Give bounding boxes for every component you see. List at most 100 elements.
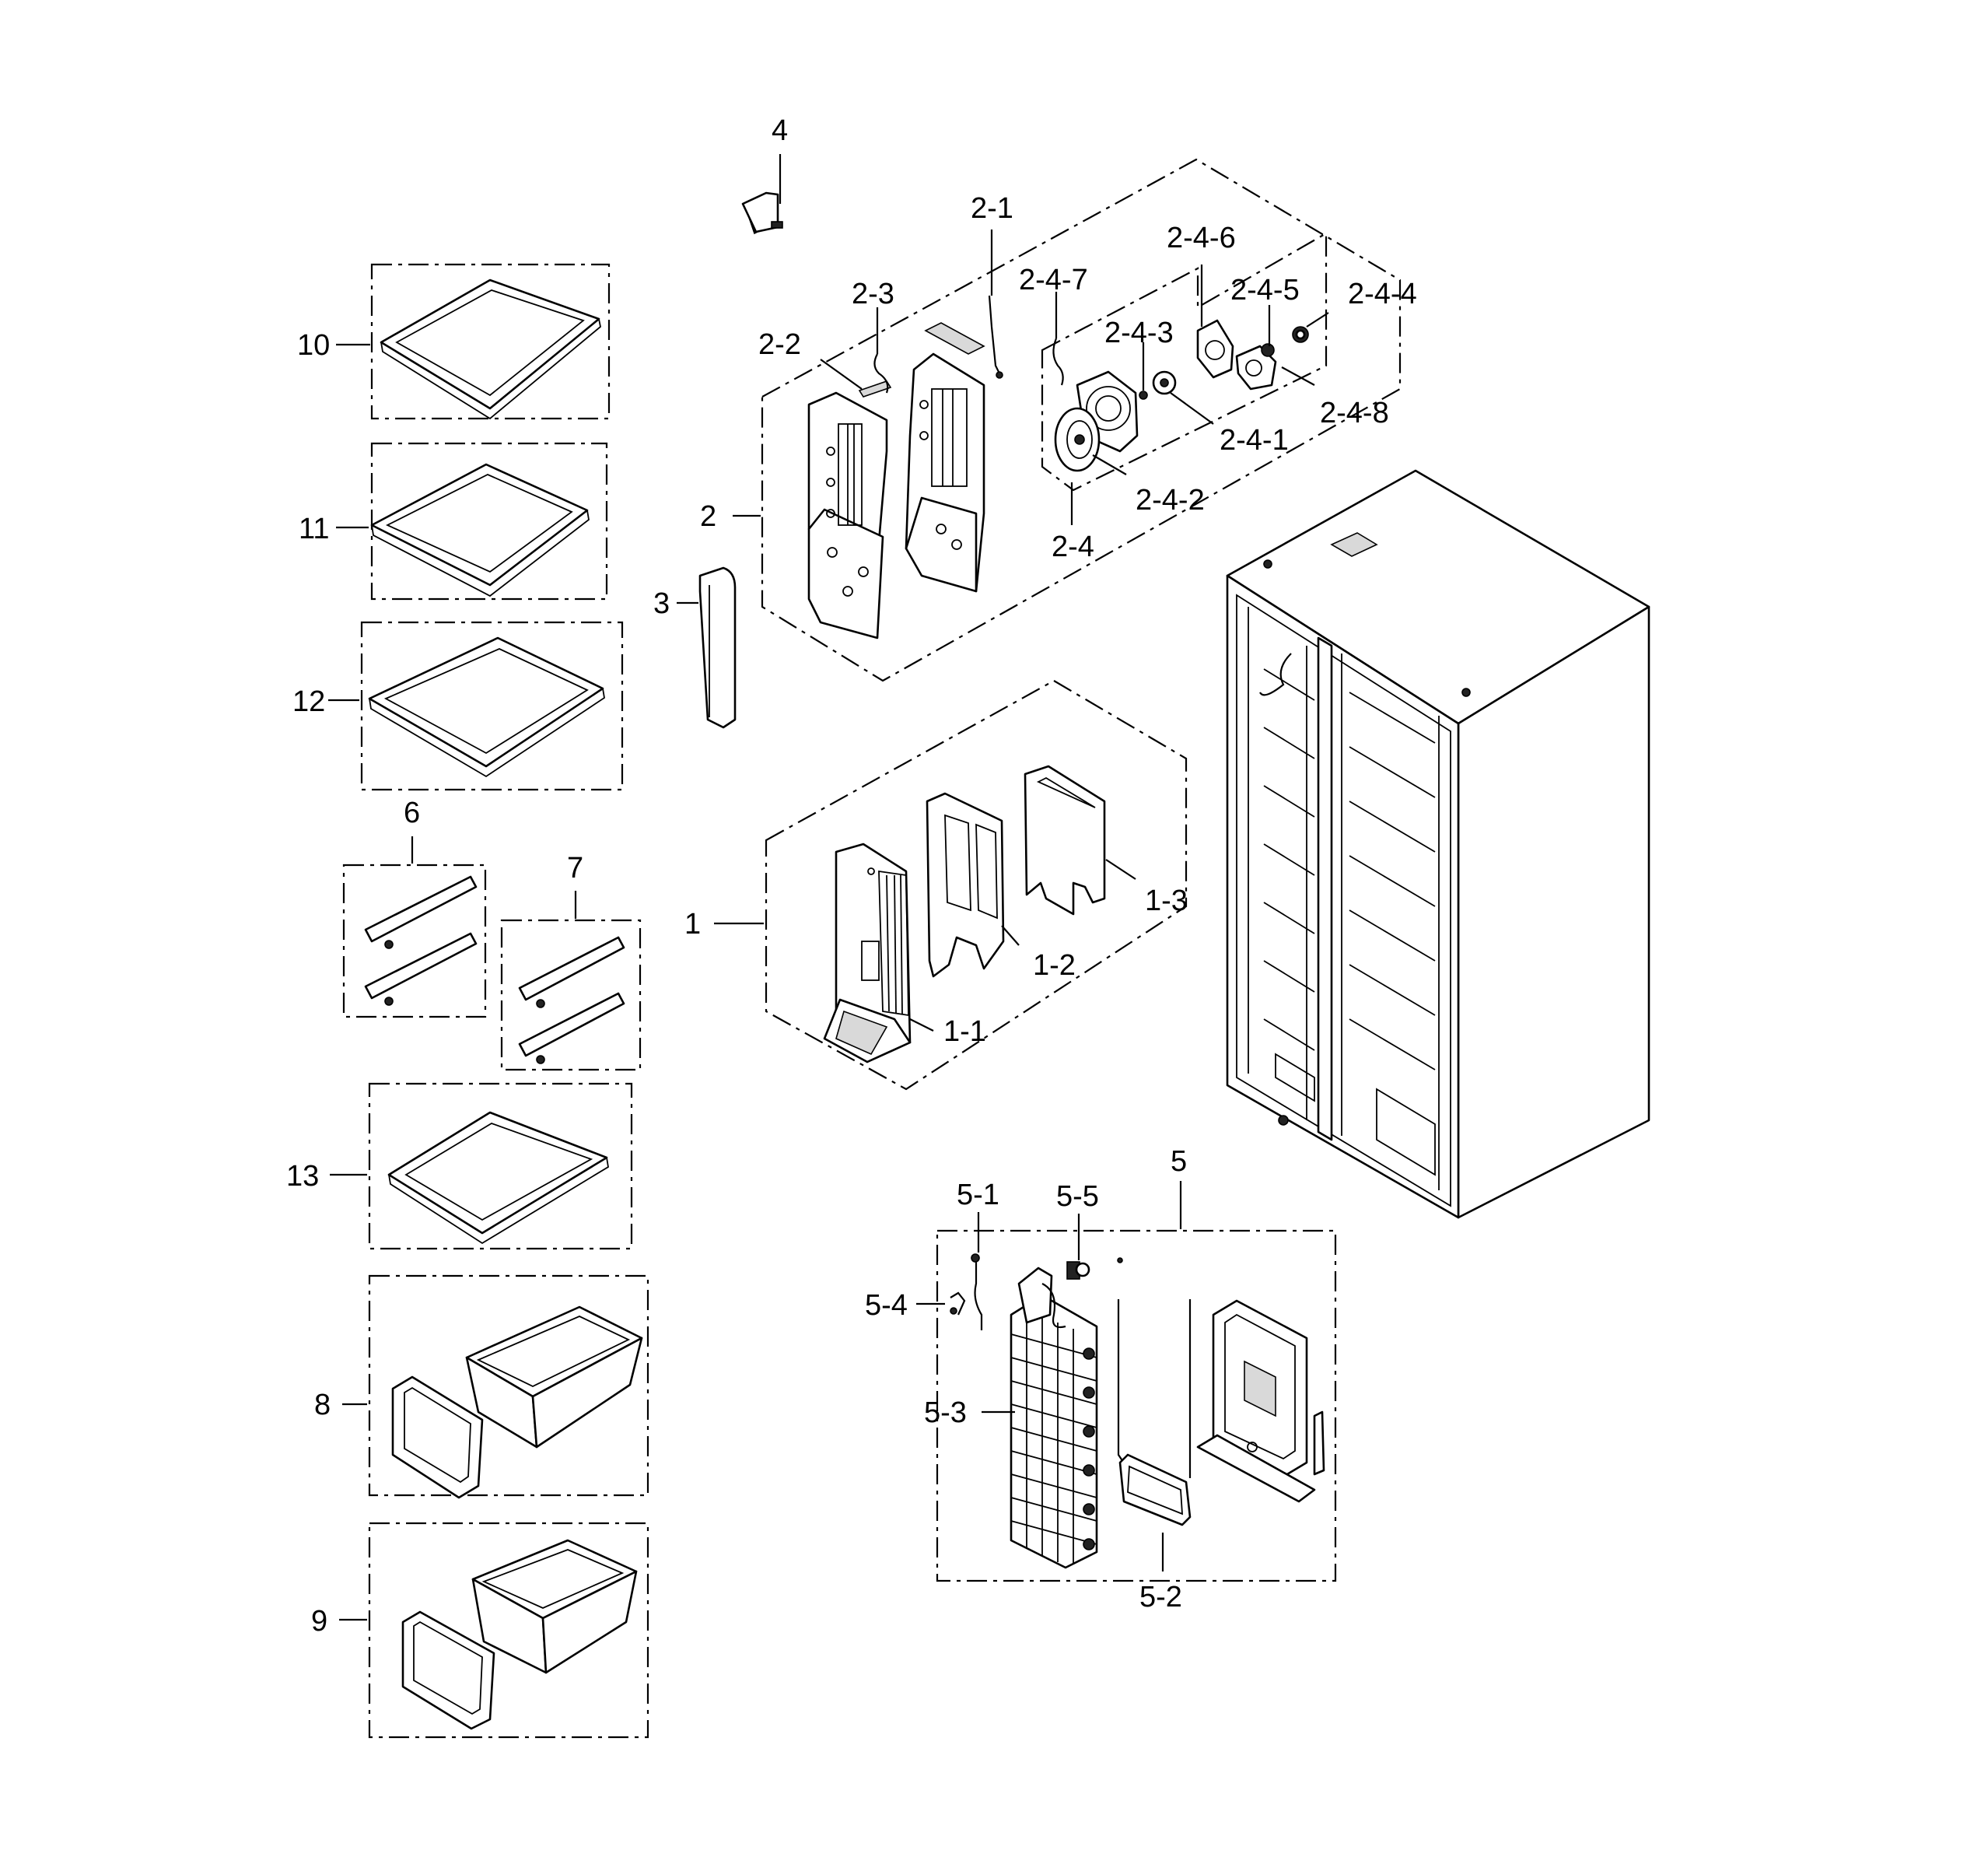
shelf-13: 13: [286, 1082, 633, 1250]
shelf-13-edge: [388, 1157, 609, 1245]
shelf-12-edge: [369, 688, 605, 778]
part-2-4-3-screw: [1139, 391, 1148, 400]
rails-7: 7: [500, 852, 642, 1071]
fridge-compartment: [1341, 653, 1440, 1190]
label-group-2: 2: [700, 500, 761, 533]
label-1-3: 1-3: [1145, 885, 1188, 917]
label-12: 12: [292, 685, 325, 718]
part-4-cover: 4: [741, 114, 788, 235]
label-2-4: 2-4: [1052, 531, 1094, 563]
rail-7-lower: [518, 992, 625, 1057]
group-box-5: [936, 1229, 1337, 1582]
shelf-13-frame: [387, 1111, 608, 1235]
drawer-9-opening: [481, 1549, 625, 1609]
shelf-10-frame: [380, 279, 600, 410]
label-2-1: 2-1: [971, 192, 1013, 225]
freezer-compartment: [1248, 607, 1315, 1120]
leader-1-1: [909, 1018, 934, 1032]
label-5: 5: [1171, 1145, 1187, 1178]
leader-2-4-8: [1281, 366, 1315, 386]
rail-6-lower: [364, 932, 478, 1000]
label-6: 6: [404, 797, 420, 829]
part-1-2-cover: 1-2: [926, 792, 1076, 982]
label-2-4-1: 2-4-1: [1220, 424, 1289, 457]
group-box-7: [500, 919, 642, 1071]
rails-6: 6: [342, 797, 487, 1018]
group-box-2: [761, 158, 1402, 682]
drawer-8-right-side: [531, 1337, 643, 1449]
leader-2-4-1: [1170, 392, 1214, 425]
part-2-top-bar: [924, 322, 985, 355]
rail-7-upper: [518, 936, 625, 1001]
part-2-2-bracket: 2-2: [758, 328, 892, 398]
leader-1-2: [1001, 925, 1020, 946]
label-1-1: 1-1: [943, 1015, 986, 1048]
label-5-4: 5-4: [865, 1289, 908, 1322]
drawer-9-face-panel: [401, 1610, 495, 1730]
label-8: 8: [314, 1389, 331, 1421]
group-box-11: [370, 442, 608, 601]
label-4: 4: [772, 114, 788, 147]
group-box-12: [360, 621, 624, 791]
label-2-4-8: 2-4-8: [1320, 397, 1389, 429]
assembly-5-evaporator: 5 5-3: [865, 1145, 1337, 1613]
label-5-1: 5-1: [957, 1179, 999, 1211]
label-2-4-4: 2-4-4: [1348, 278, 1417, 310]
group-box-8: [368, 1274, 649, 1497]
part-5-drain-housing: [1196, 1299, 1325, 1503]
shelf-11: 11: [299, 442, 608, 601]
group-box-1: [765, 679, 1188, 1091]
label-9: 9: [311, 1605, 327, 1638]
drawer-8: 8: [314, 1274, 649, 1499]
part-2-cover-left: [807, 391, 888, 639]
label-5-3: 5-3: [924, 1396, 967, 1429]
drawer-9: 9: [311, 1522, 649, 1739]
label-2-4-7: 2-4-7: [1019, 264, 1088, 296]
label-2-4-5: 2-4-5: [1230, 274, 1300, 307]
leader-2-4-4: [1306, 312, 1329, 328]
label-2: 2: [700, 500, 716, 533]
label-5-5: 5-5: [1056, 1180, 1099, 1213]
part-2-cover-right: [905, 322, 985, 593]
part-5-3-fins: [1010, 1307, 1097, 1564]
label-10: 10: [297, 329, 330, 362]
part-5-2-heater: 5-2: [1117, 1257, 1192, 1613]
leader-2-2: [820, 359, 863, 390]
part-2-4-6-bracket: [1196, 319, 1234, 379]
part-5-4-clip: 5-4: [865, 1289, 966, 1322]
part-1-1-evaporator-cover: 1-1: [823, 843, 986, 1063]
part-2-4-fan-assembly: 2-4-7 2-4-3 2-4-6 2-4-5 2-4-4 2-4-8 2-4-…: [1019, 222, 1417, 563]
label-2-4-3: 2-4-3: [1104, 317, 1174, 349]
cabinet-mullion: [1317, 636, 1333, 1141]
refrigerator-cabinet: [1226, 469, 1650, 1219]
shelf-11-glass: [385, 474, 573, 573]
drawer-9-right-side: [541, 1570, 638, 1674]
label-3: 3: [653, 587, 670, 620]
label-11: 11: [299, 513, 329, 545]
label-2-2: 2-2: [758, 328, 801, 361]
part-1-3-insulation: 1-3: [1024, 765, 1188, 917]
cabinet-top-hinge: [1330, 532, 1378, 557]
rail-6-upper: [364, 875, 478, 943]
shelf-10-glass: [395, 289, 585, 397]
part-5-3-tube-bends: [1083, 1347, 1095, 1550]
group-box-10: [370, 263, 611, 420]
part-2-4-7-wire: [1052, 338, 1064, 386]
group-box-9: [368, 1522, 649, 1739]
label-2-4-6: 2-4-6: [1167, 222, 1236, 254]
part-5-3-fitting: [1017, 1267, 1053, 1324]
shelf-12-glass: [383, 648, 589, 755]
label-2-3: 2-3: [852, 278, 894, 310]
shelf-13-glass: [404, 1123, 593, 1221]
shelf-11-edge: [371, 510, 590, 597]
label-5-2: 5-2: [1139, 1581, 1182, 1613]
shelf-10: 10: [297, 263, 611, 420]
part-3-duct: 3: [653, 566, 737, 729]
part-2-4-5-mount: [1235, 345, 1277, 391]
label-group-1: 1: [684, 908, 764, 941]
group-box-13: [368, 1082, 633, 1250]
shelf-10-edge: [380, 318, 601, 420]
cabinet-front-frame: [1226, 574, 1460, 1219]
